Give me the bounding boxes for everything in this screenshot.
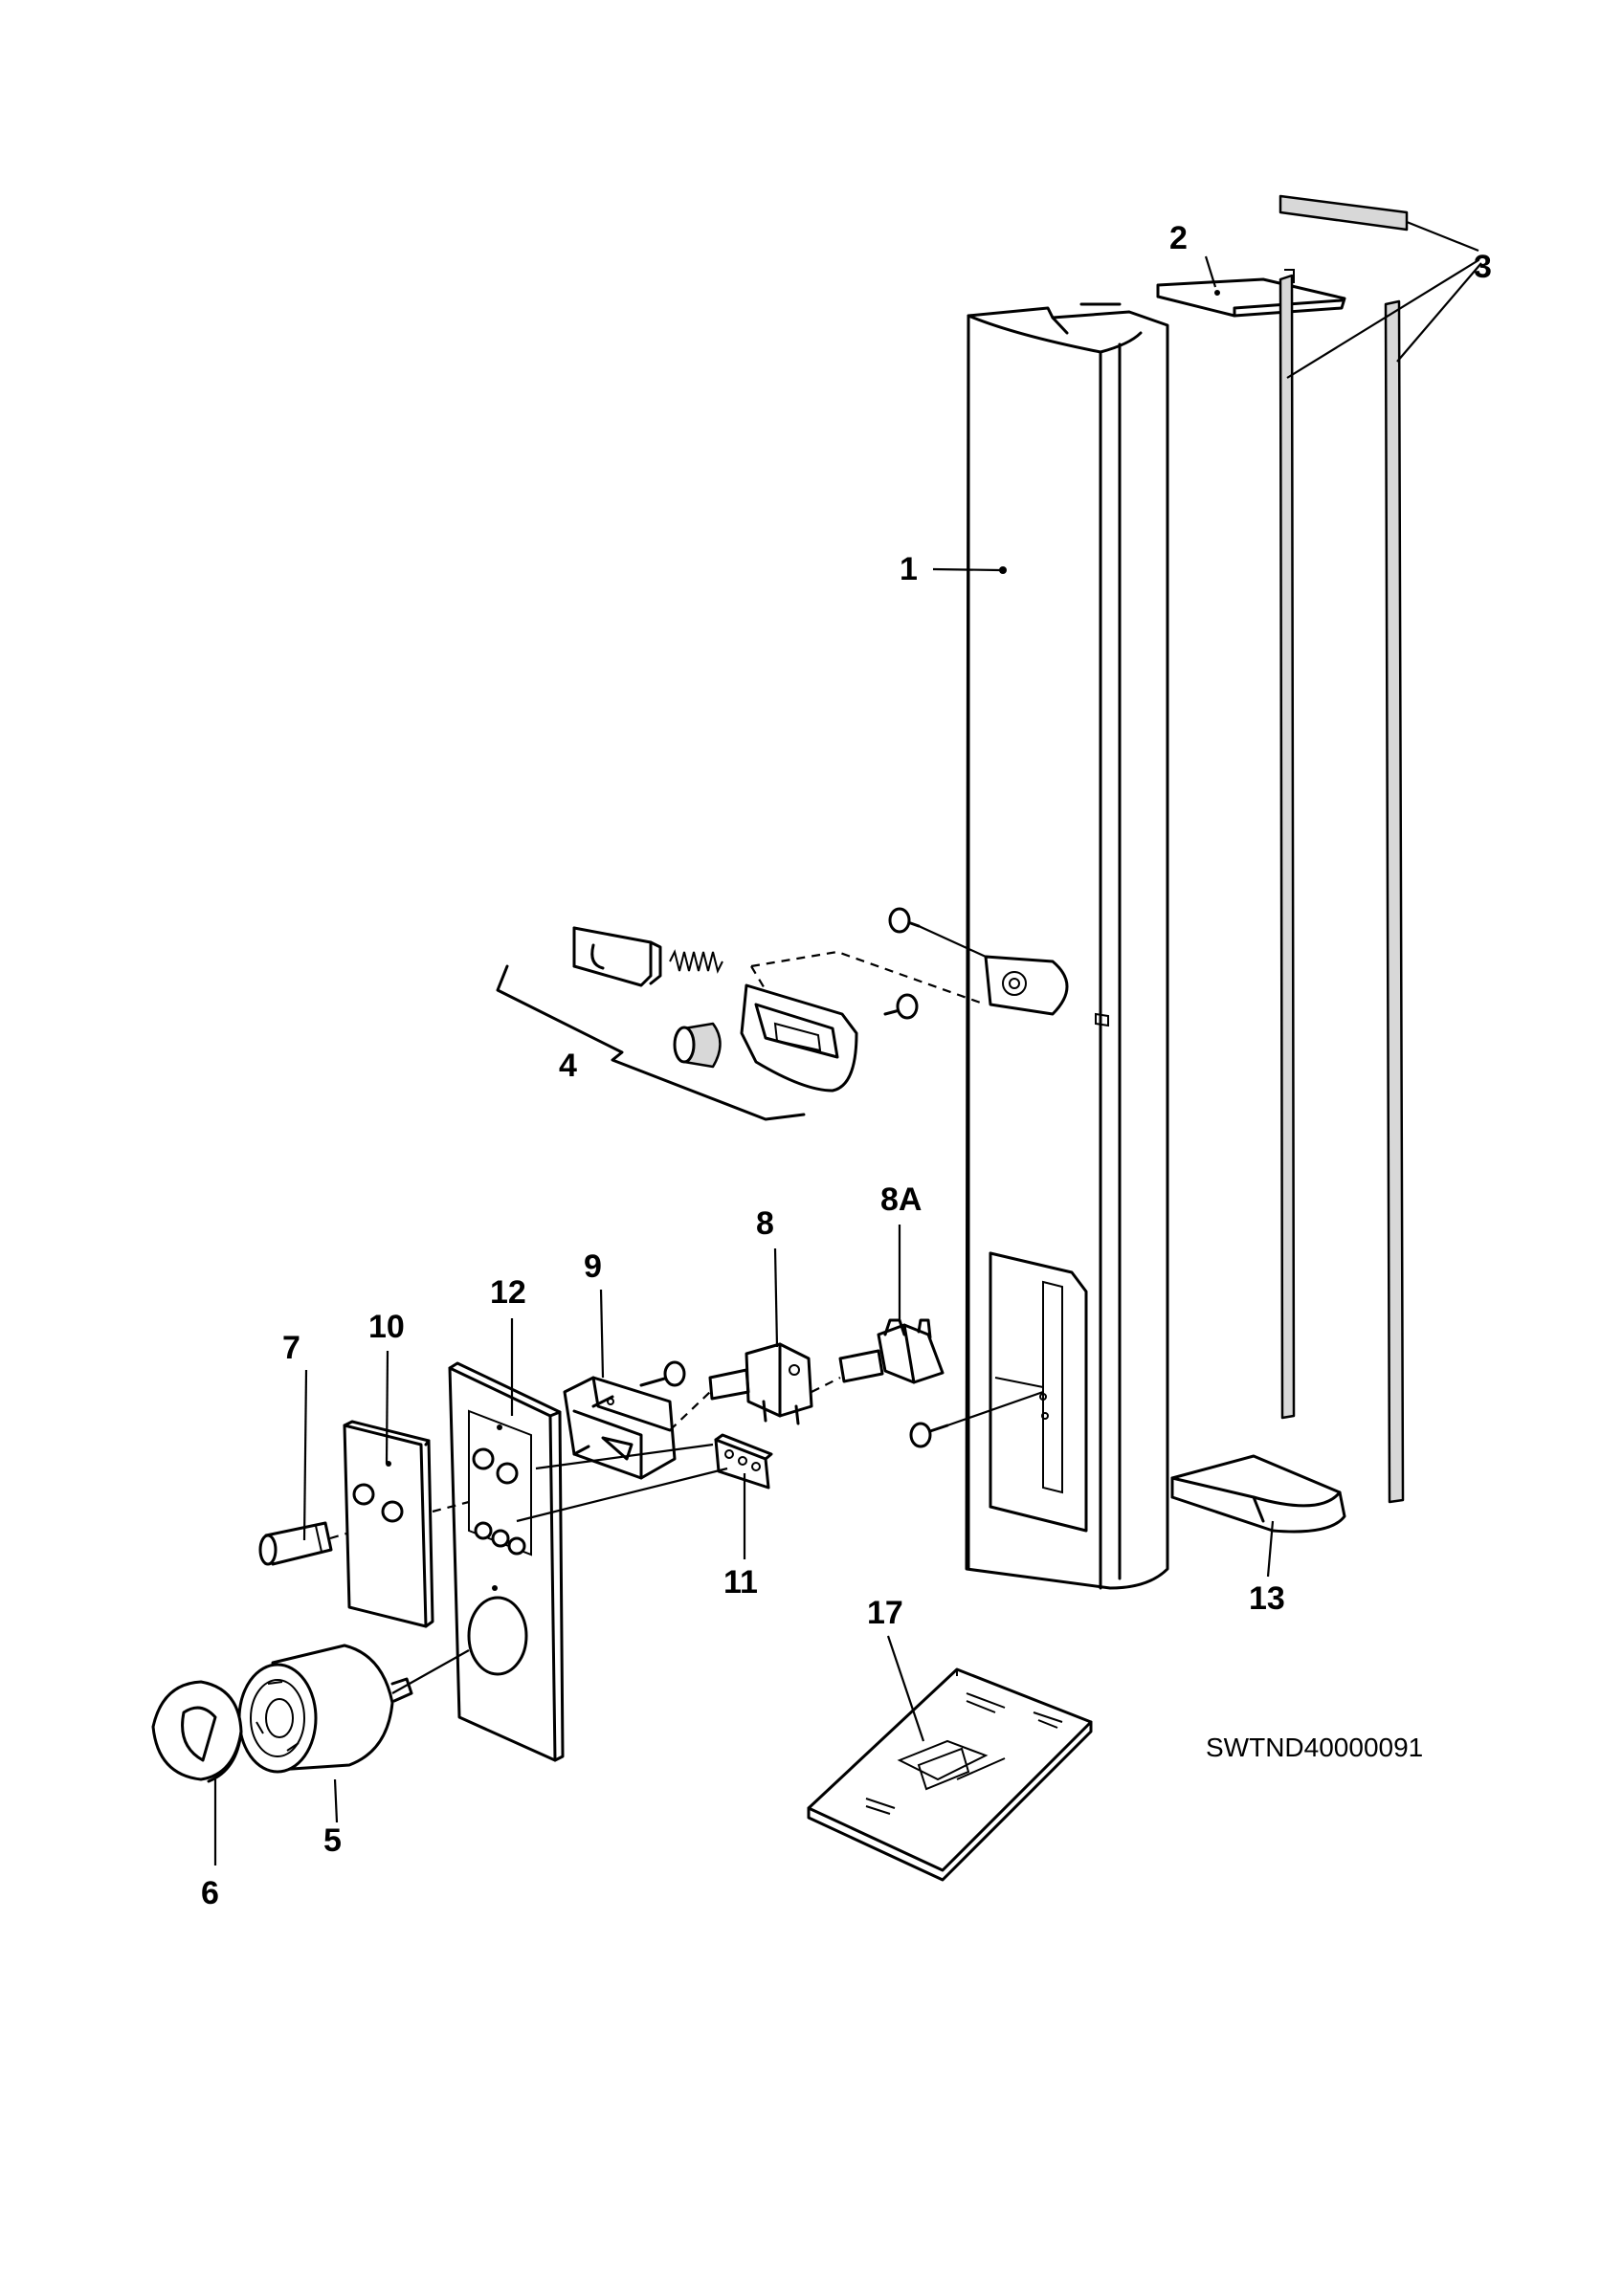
label-part-1: 1	[900, 551, 918, 587]
part-17-manual	[807, 1667, 1093, 1882]
label-part-3: 3	[1474, 249, 1492, 285]
part-11-terminal-block	[714, 1433, 773, 1490]
part-labels: 1 2 3 4 5 6 7 8 8A 9 10 11 12 13 17 SWTN…	[201, 220, 1492, 1911]
label-part-7: 7	[282, 1330, 300, 1366]
leader-lines	[213, 220, 1482, 1866]
label-part-11: 11	[723, 1564, 758, 1601]
part-5-knob-body	[237, 1644, 413, 1774]
label-part-4: 4	[559, 1048, 577, 1084]
label-part-2: 2	[1169, 220, 1188, 256]
part-13-bottom-cover	[1170, 1454, 1346, 1534]
label-part-13: 13	[1249, 1580, 1285, 1617]
label-part-10: 10	[368, 1309, 405, 1345]
label-part-8: 8	[756, 1205, 774, 1242]
label-part-5: 5	[323, 1822, 342, 1859]
part-8-switch	[669, 1342, 813, 1431]
label-part-6: 6	[201, 1875, 219, 1911]
label-part-17: 17	[867, 1595, 903, 1631]
part-4-lock-assembly	[496, 907, 987, 1121]
part-9-bracket	[563, 1360, 686, 1480]
part-8a-switch	[811, 1318, 945, 1393]
part-2-top-cap	[1156, 277, 1346, 318]
screw-column-bottom	[909, 1390, 1044, 1448]
part-3-gasket-strips	[1278, 194, 1409, 1504]
label-part-12: 12	[490, 1274, 526, 1311]
part-6-knob-cap	[151, 1680, 243, 1783]
part-12-control-panel	[448, 1361, 565, 1762]
part-1-column	[965, 302, 1169, 1590]
label-part-9: 9	[584, 1248, 602, 1285]
part-10-plate	[343, 1420, 434, 1628]
drawing-code: SWTND40000091	[1206, 1733, 1423, 1762]
part-7-shaft	[258, 1521, 333, 1566]
label-part-8a: 8A	[880, 1181, 922, 1218]
